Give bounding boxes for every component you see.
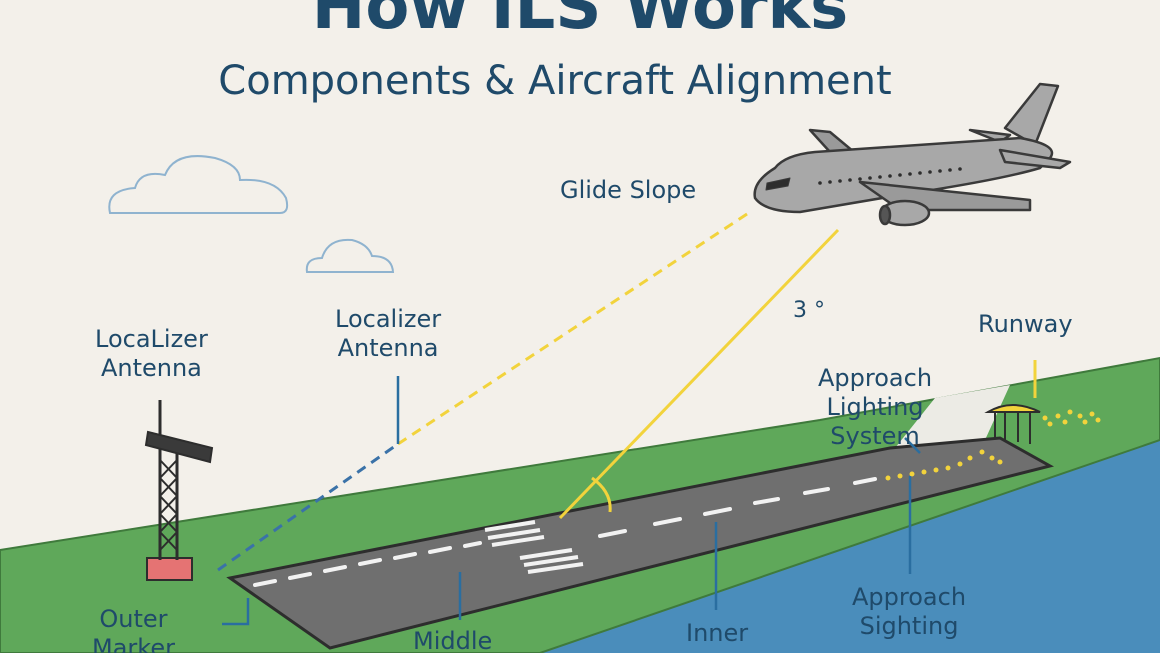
localizer-tower-icon: [144, 400, 214, 581]
approach-lighting-system-label: Approach Lighting System: [818, 364, 933, 450]
angle-arc: [591, 476, 612, 513]
glide-slope-line: [558, 228, 840, 520]
glide-angle-label: 3 °: [793, 298, 825, 323]
localizer-antenna-label-center: Localizer Antenna: [335, 305, 442, 362]
airplane-icon: [753, 82, 1072, 227]
outer-marker-label: Outer Marker: [92, 605, 175, 653]
glide-slope-label: Glide Slope: [560, 176, 697, 204]
cloud-icon: [305, 238, 395, 273]
approach-sighting-label: Approach Sighting: [852, 583, 967, 640]
inner-marker-label: Inner: [686, 619, 749, 647]
approach-lights-icon: [885, 409, 1101, 481]
leader-lines: [222, 376, 921, 626]
runway-label: Runway: [978, 310, 1073, 338]
glide-slope-shelter: [984, 404, 1041, 444]
middle-marker-label: Middle: [413, 627, 493, 653]
runway-centerline: [253, 477, 877, 587]
runway-end-pad: [895, 385, 1010, 448]
cloud-icon: [108, 155, 289, 214]
localizer-beam: [217, 442, 399, 572]
glide-path-beam: [397, 210, 751, 446]
runway: [226, 436, 1055, 650]
runway-threshold: [484, 520, 584, 574]
localizer-antenna-label-left: LocaLizer Antenna: [95, 325, 208, 382]
airplane-windows: [818, 167, 962, 185]
page-title: How ILS Works: [311, 0, 849, 44]
page-subtitle: Components & Aircraft Alignment: [218, 58, 892, 104]
